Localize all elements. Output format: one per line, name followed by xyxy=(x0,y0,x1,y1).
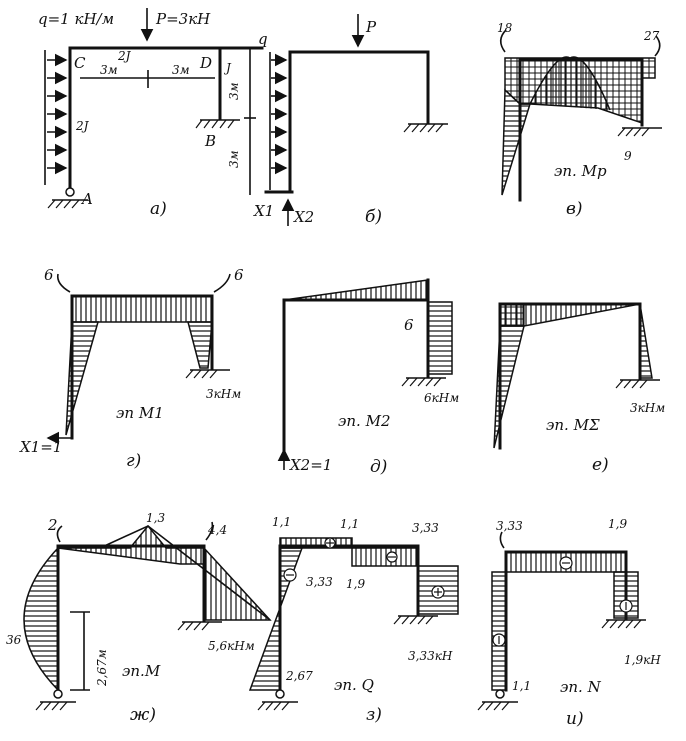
m-fill-parabola-left xyxy=(23,546,59,692)
diagram-title-msum: эп. MΣ xyxy=(546,416,600,434)
node-a-label: A xyxy=(80,190,93,208)
unit-force-x2-label: X2=1 xyxy=(289,456,332,474)
panel-e-moment-diagram-msum: 3кНм эп. MΣ е) xyxy=(493,302,665,475)
mp-fill-left xyxy=(501,88,532,196)
panel-i-axial-force-diagram-n: 3,33 1,9 1,9кН 1,1 эп. N и) xyxy=(477,517,661,729)
value-1-1-right: 1,1 xyxy=(340,517,359,531)
panel-z-caption: з) xyxy=(366,705,382,725)
dimension-height-2: 3м xyxy=(227,150,241,168)
msum-fill-right xyxy=(639,303,653,379)
q-label: q xyxy=(258,30,268,48)
value-18: 18 xyxy=(497,21,513,35)
node-d-label: D xyxy=(199,54,212,72)
panel-b-caption: б) xyxy=(365,207,382,227)
units-6knm: 6кНм xyxy=(424,391,459,405)
panel-v-moment-diagram-mp: 18 27 9 эп. Mp в) xyxy=(497,21,662,219)
value-1-9: 1,9 xyxy=(608,517,627,531)
value-1-1: 1,1 xyxy=(512,679,531,693)
value-1-9kn: 1,9кН xyxy=(624,653,661,667)
panel-a-frame-scheme: q=1 кН/м P=3кН C D B A 2J 2J J 3м 3м 3м … xyxy=(38,8,264,219)
diagram-title-m1: эп M1 xyxy=(116,404,164,422)
value-36: 36 xyxy=(6,633,22,647)
m2-fill-beam xyxy=(283,279,429,301)
diagram-title-m: эп.М xyxy=(122,662,161,680)
stiffness-j-column: J xyxy=(223,61,232,75)
value-2: 2 xyxy=(47,516,58,534)
panel-d-caption: д) xyxy=(370,457,387,477)
m1-fill-left xyxy=(65,321,99,436)
stiffness-2j-beam: 2J xyxy=(117,49,132,63)
n-fill-left-column xyxy=(491,571,507,691)
value-5-6knm: 5,6кНм xyxy=(208,639,255,653)
value-1-9: 1,9 xyxy=(346,577,365,591)
m-fill-beam xyxy=(57,524,205,565)
load-p-label: P=3кН xyxy=(155,10,211,28)
panel-e-caption: е) xyxy=(592,455,609,475)
value-2-67m: 2,67м xyxy=(95,649,109,687)
m1-fill-beam xyxy=(71,295,213,323)
value-6-right: 6 xyxy=(234,266,244,284)
value-6-left: 6 xyxy=(44,266,54,284)
mp-parabola xyxy=(529,56,611,111)
value-3-33-beam: 3,33 xyxy=(306,575,333,589)
dimension-height-1: 3м xyxy=(227,82,241,100)
m1-fill-right xyxy=(187,321,213,369)
panel-i-caption: и) xyxy=(566,709,584,729)
value-3-33-top: 3,33 xyxy=(412,521,439,535)
value-1-1-left: 1,1 xyxy=(272,515,291,529)
value-6: 6 xyxy=(404,316,414,334)
value-27: 27 xyxy=(643,29,660,43)
panel-g-moment-diagram-m1: 6 6 3кНм эп M1 X1=1 г) xyxy=(19,266,244,471)
value-3-33kn: 3,33кН xyxy=(408,649,453,663)
distributed-load-q xyxy=(269,52,288,190)
stiffness-2j-column: 2J xyxy=(75,119,90,133)
diagram-title-mp: эп. Mp xyxy=(554,162,607,180)
panel-zh-caption: ж) xyxy=(130,705,156,725)
dimension-left: 3м xyxy=(100,63,118,77)
panel-d-moment-diagram-m2: 6 6кНм эп. M2 X2=1 д) xyxy=(277,278,459,477)
value-4-4: 4,4 xyxy=(207,523,227,537)
diagram-title-n: эп. N xyxy=(560,678,602,696)
diagram-title-q: эп. Q xyxy=(334,676,374,694)
x2-label: X2 xyxy=(293,208,314,226)
diagram-title-m2: эп. M2 xyxy=(338,412,391,430)
m-fill-right-column xyxy=(203,546,272,621)
q-fill-beam-right xyxy=(351,547,419,567)
panel-b-basic-system: q P X1 X2 б) xyxy=(253,14,448,227)
distributed-load-q xyxy=(44,50,68,185)
x1-label: X1 xyxy=(253,202,274,220)
units-3knm: 3кНм xyxy=(630,401,665,415)
value-3-33: 3,33 xyxy=(496,519,523,533)
value-2-67: 2,67 xyxy=(285,669,313,683)
value-1-3: 1,3 xyxy=(146,511,165,525)
dimension-right: 3м xyxy=(172,63,190,77)
node-c-label: C xyxy=(74,54,86,72)
panel-zh-final-moment-diagram: 2 1,3 4,4 5,6кНм 36 2,67м эп.М ж) xyxy=(6,511,272,725)
unit-force-x1-label: X1=1 xyxy=(19,438,62,456)
m2-fill-column xyxy=(427,301,453,375)
panel-a-caption: а) xyxy=(150,199,167,219)
value-9: 9 xyxy=(624,149,632,163)
node-b-label: B xyxy=(204,132,216,150)
p-label: P xyxy=(365,18,377,36)
units-3knm: 3кНм xyxy=(206,387,241,401)
panel-v-caption: в) xyxy=(566,199,583,219)
load-q-label: q=1 кН/м xyxy=(38,10,114,28)
panel-g-caption: г) xyxy=(126,451,141,471)
panel-z-shear-diagram-q: 1,1 1,1 3,33 1,9 3,33 3,33кН 2,67 эп. Q … xyxy=(248,515,459,725)
